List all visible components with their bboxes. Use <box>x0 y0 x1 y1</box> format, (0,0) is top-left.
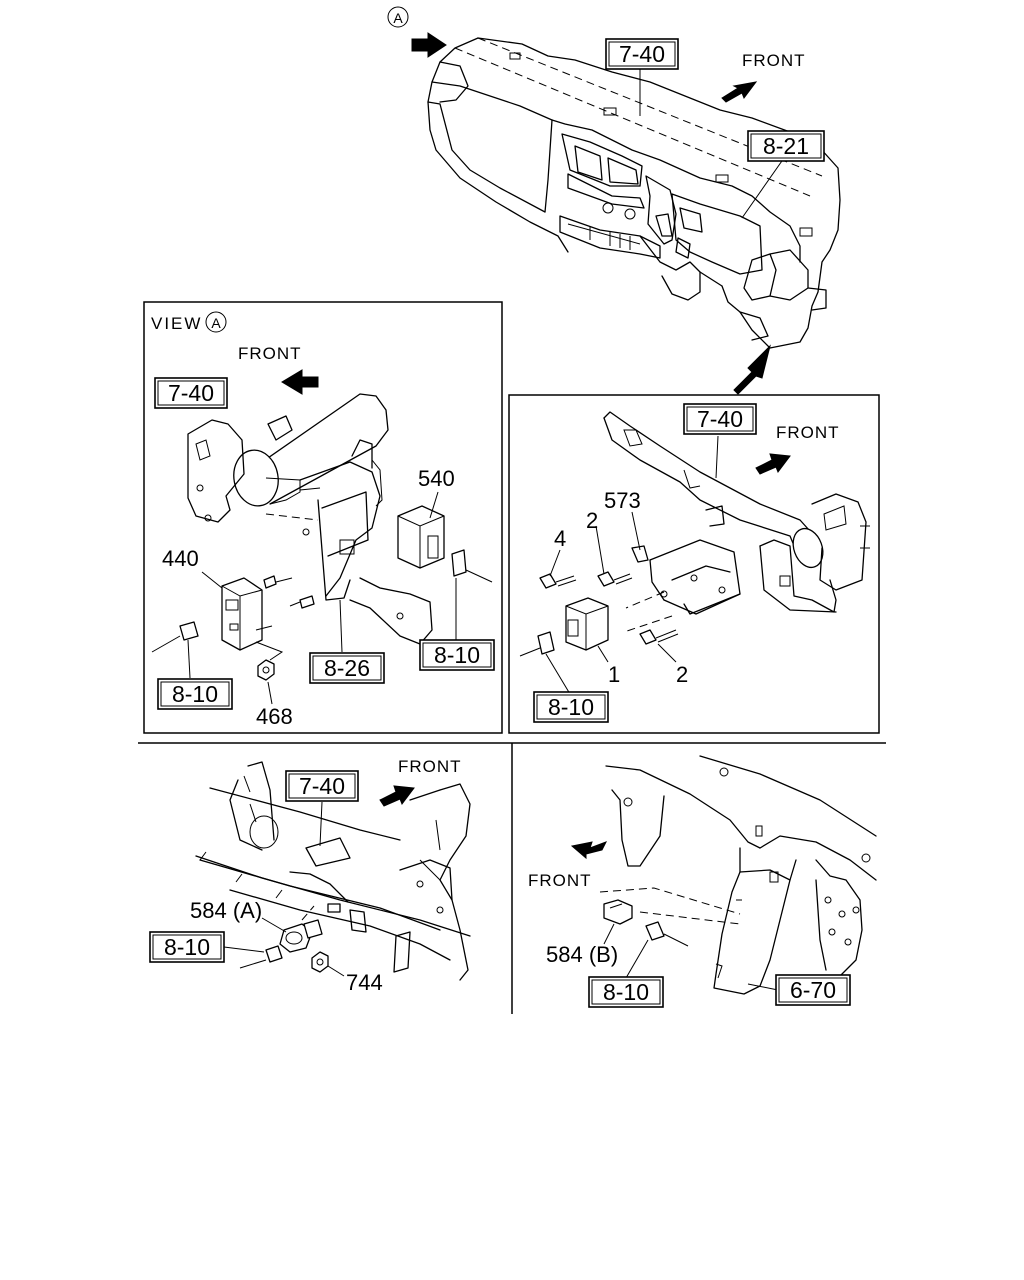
ref-box-7-40-bottom-left[interactable]: 7-40 <box>285 770 359 802</box>
pointer-arrow-icon <box>733 344 771 395</box>
svg-text:8-21: 8-21 <box>763 133 809 159</box>
connector-left[interactable] <box>151 621 199 653</box>
view-a-arrow-icon <box>411 32 447 58</box>
screw-left[interactable] <box>263 575 293 589</box>
ref-box-7-40-view-a[interactable]: 7-40 <box>154 377 228 409</box>
part-number-2-bottom: 2 <box>676 662 688 687</box>
part-number-744: 744 <box>346 970 383 995</box>
front-label-view-a: FRONT <box>238 344 302 363</box>
ref-box-8-10-bottom-left[interactable]: 8-10 <box>149 931 225 963</box>
part-number-584a: 584 (A) <box>190 898 262 923</box>
svg-text:7-40: 7-40 <box>697 406 743 432</box>
svg-text:8-10: 8-10 <box>164 934 210 960</box>
part-number-540: 540 <box>418 466 455 491</box>
part-number-2-top: 2 <box>586 508 598 533</box>
bottom-left-section: 7-40 FRONT 584 (A) 8-10 744 <box>149 757 471 995</box>
dashboard-assembly: A <box>387 6 841 395</box>
screw-right[interactable] <box>289 595 315 609</box>
switch-584b[interactable] <box>603 899 633 925</box>
front-label-top: FRONT <box>742 51 806 70</box>
front-arrow-icon-view-a <box>281 369 319 395</box>
ref-box-8-21[interactable]: 8-21 <box>747 130 825 162</box>
ref-box-6-70[interactable]: 6-70 <box>775 974 851 1006</box>
nut-468[interactable] <box>257 659 275 681</box>
bolt-2-bottom[interactable] <box>639 629 679 645</box>
connector-bottom-right[interactable] <box>645 921 689 947</box>
ref-box-8-10-view-a-right[interactable]: 8-10 <box>419 639 495 671</box>
part-number-440: 440 <box>162 546 199 571</box>
relay-440[interactable] <box>221 577 263 651</box>
connector-bottom-left[interactable] <box>239 945 283 969</box>
front-label-bottom-left: FRONT <box>398 757 462 776</box>
relay-1[interactable] <box>565 597 609 651</box>
front-arrow-icon-bottom-left <box>379 785 415 807</box>
ref-box-8-10-right-inset[interactable]: 8-10 <box>533 691 609 723</box>
front-arrow-icon-top <box>721 81 758 103</box>
view-a-marker-letter: A <box>393 10 403 26</box>
svg-text:7-40: 7-40 <box>299 773 345 799</box>
svg-text:8-26: 8-26 <box>324 655 370 681</box>
svg-text:8-10: 8-10 <box>603 979 649 1005</box>
front-arrow-icon-bottom-right <box>570 841 608 860</box>
front-label-bottom-right: FRONT <box>528 871 592 890</box>
ref-box-8-26[interactable]: 8-26 <box>309 652 385 684</box>
svg-text:8-10: 8-10 <box>434 642 480 668</box>
connector-540[interactable] <box>451 549 493 583</box>
switch-584a[interactable] <box>279 919 323 953</box>
svg-text:7-40: 7-40 <box>168 380 214 406</box>
view-a-inset: VIEW A FRONT <box>143 301 503 734</box>
bottom-right-section: FRONT 584 (B) 8-10 6-70 <box>528 755 877 1008</box>
view-a-marker-circle <box>387 6 409 28</box>
ref-box-7-40-right-inset[interactable]: 7-40 <box>683 403 757 435</box>
bolt-4[interactable] <box>539 573 577 589</box>
part-number-573: 573 <box>604 488 641 513</box>
view-a-title: VIEW <box>151 314 202 333</box>
svg-text:8-10: 8-10 <box>172 681 218 707</box>
connector-right-inset[interactable] <box>519 631 555 657</box>
ref-box-8-10-bottom-right[interactable]: 8-10 <box>588 976 664 1008</box>
relay-540[interactable] <box>397 505 445 569</box>
svg-text:7-40: 7-40 <box>619 41 665 67</box>
svg-text:6-70: 6-70 <box>790 977 836 1003</box>
part-number-584b: 584 (B) <box>546 942 618 967</box>
bolt-2-top[interactable] <box>597 571 633 587</box>
ref-box-8-10-view-a-left[interactable]: 8-10 <box>157 678 233 710</box>
right-inset: 7-40 FRONT 573 4 2 1 2 8-10 <box>508 394 880 734</box>
front-label-right-inset: FRONT <box>776 423 840 442</box>
view-a-title-marker: A <box>211 315 221 331</box>
nut-744[interactable] <box>311 951 329 973</box>
ref-box-7-40-top[interactable]: 7-40 <box>605 38 679 70</box>
part-number-468: 468 <box>256 704 293 729</box>
part-number-4: 4 <box>554 526 566 551</box>
front-arrow-icon-right-inset <box>755 453 791 475</box>
svg-text:8-10: 8-10 <box>548 694 594 720</box>
part-number-1: 1 <box>608 662 620 687</box>
